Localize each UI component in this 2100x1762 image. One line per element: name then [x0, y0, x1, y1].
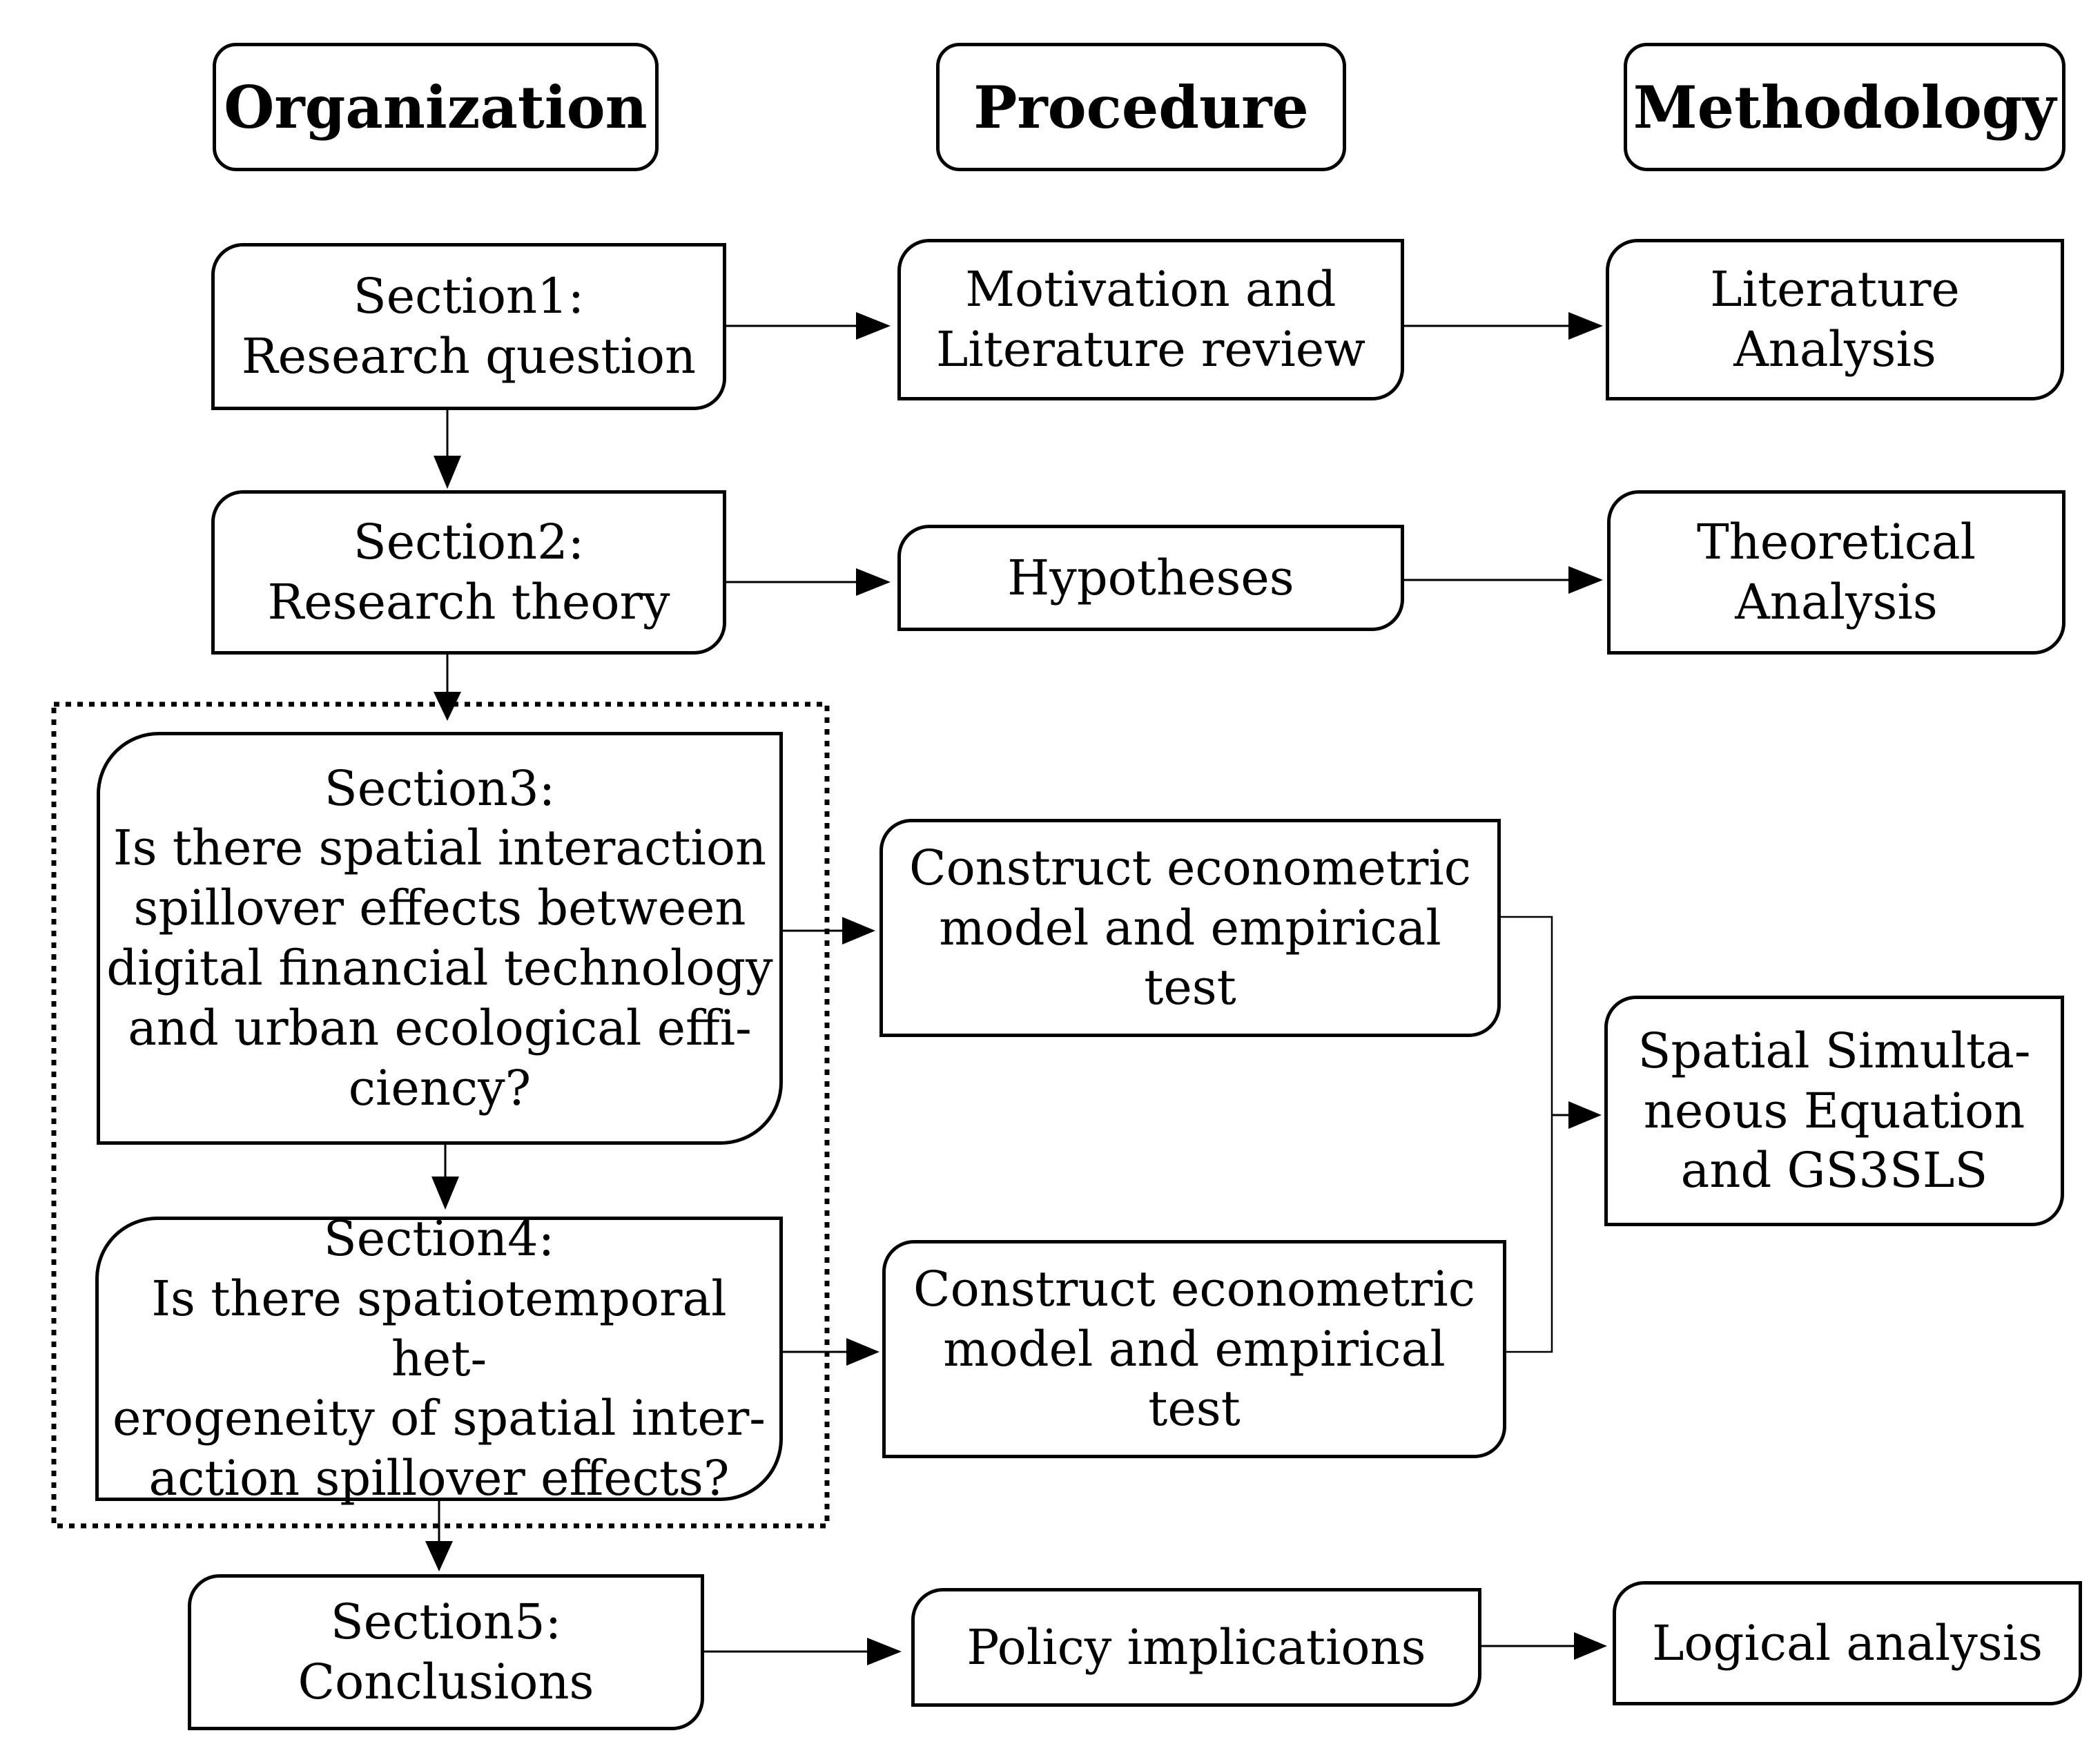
policy-implications-box: Policy implications [911, 1588, 1481, 1707]
arrowhead-econometric-1 [842, 917, 875, 945]
hypotheses-box: Hypotheses [897, 525, 1404, 631]
literature-analysis-box: Literature Analysis [1606, 239, 2064, 400]
spatial-simultaneous-equation-box: Spatial Simulta- neous Equation and GS3S… [1604, 996, 2064, 1226]
header-procedure: Procedure [936, 43, 1346, 171]
connector-econometric-bracket [1499, 916, 1553, 1353]
header-organization: Organization [213, 43, 659, 171]
header-methodology: Methodology [1624, 43, 2065, 171]
section3-box: Section3: Is there spatial interaction s… [97, 732, 783, 1145]
arrowhead-motivation [856, 312, 891, 340]
econometric-model-box-1: Construct econometric model and empirica… [879, 819, 1501, 1037]
section4-box: Section4: Is there spatiotemporal het- e… [95, 1210, 783, 1507]
arrowhead-literature [1568, 312, 1603, 340]
arrowhead-s3 [434, 692, 461, 721]
theoretical-analysis-box: Theoretical Analysis [1607, 490, 2065, 655]
arrowhead-econometric-2 [846, 1338, 879, 1366]
motivation-literature-box: Motivation and Literature review [897, 239, 1404, 400]
section1-box: Section1: Research question [211, 243, 726, 410]
logical-analysis-box: Logical analysis [1613, 1581, 2082, 1705]
arrowhead-spatial [1568, 1101, 1602, 1129]
arrowhead-s5 [425, 1541, 453, 1571]
arrowhead-logical [1574, 1632, 1607, 1660]
section5-box: Section5: Conclusions [188, 1574, 704, 1730]
section2-box: Section2: Research theory [211, 490, 726, 655]
arrowhead-s2 [434, 456, 461, 489]
arrowhead-s4 [431, 1177, 459, 1210]
econometric-model-box-2: Construct econometric model and empirica… [882, 1240, 1506, 1458]
arrowhead-hypotheses [856, 568, 891, 596]
arrowhead-theoretical [1568, 566, 1603, 594]
arrowhead-policy [867, 1638, 902, 1665]
